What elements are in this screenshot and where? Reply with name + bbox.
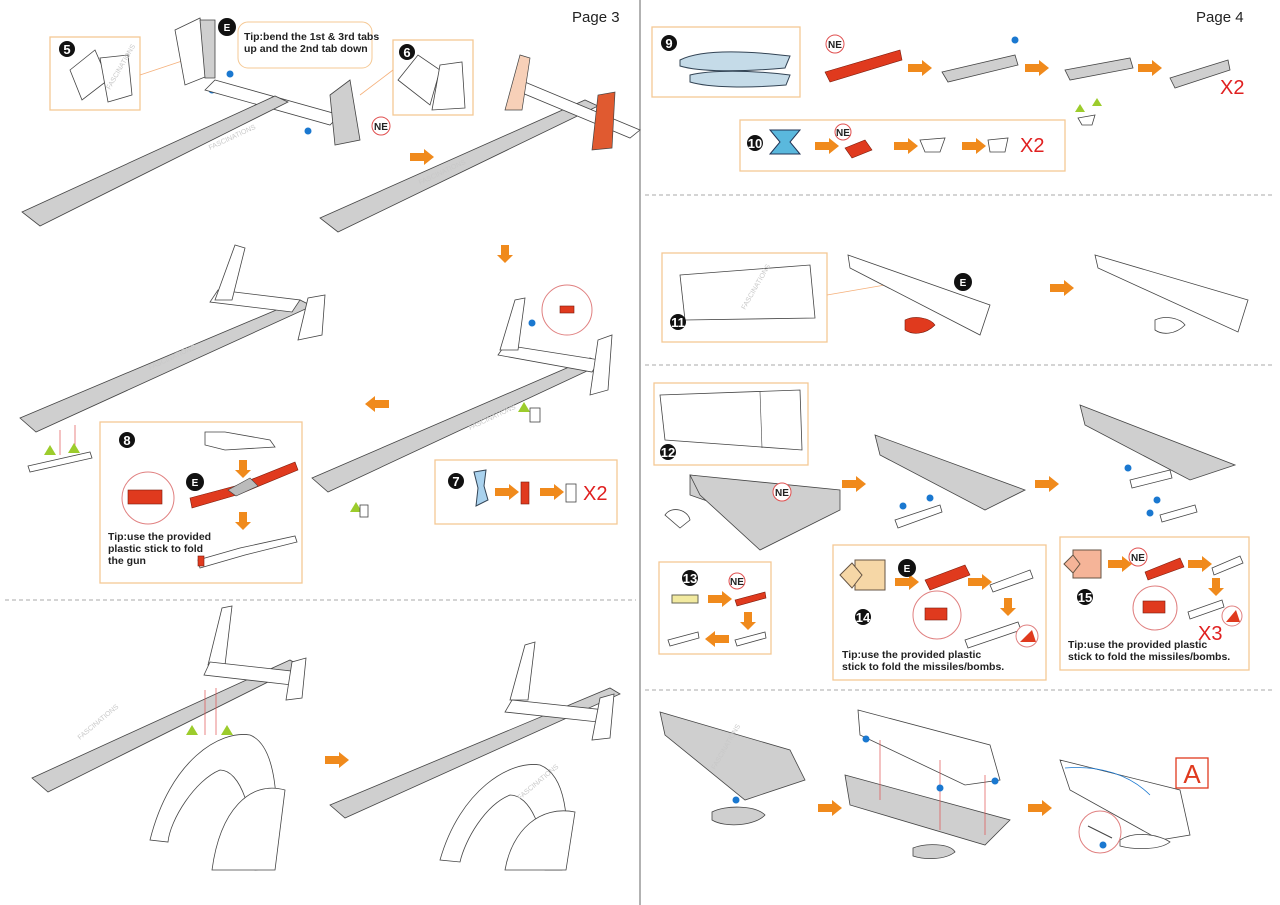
step-11: 11 FASCINATIONS E [661, 252, 1249, 343]
step-15: 15 NE X3 Tip:use the provided plastic st… [1059, 536, 1250, 671]
svg-text:11: 11 [671, 315, 685, 330]
tip-text: the gun [108, 555, 146, 567]
gun-attach [27, 425, 93, 473]
tip-text: plastic stick to fold [108, 543, 203, 555]
svg-text:14: 14 [856, 610, 871, 625]
svg-text:NE: NE [828, 40, 842, 51]
svg-text:E: E [192, 478, 199, 489]
quantity-x2: X2 [1020, 135, 1044, 157]
wing-on-stand-complete: FASCINATIONS [329, 641, 621, 871]
tip-text: stick to fold the missiles/bombs. [1068, 651, 1230, 663]
page-label-right: Page 4 [1196, 9, 1244, 26]
step-13: 13 NE [658, 561, 772, 655]
tip-box [237, 21, 373, 69]
quantity-x3: X3 [1198, 623, 1222, 645]
step-12: 12 NE [653, 382, 1237, 551]
tip-text: up and the 2nd tab down [244, 43, 368, 55]
svg-text:8: 8 [123, 433, 130, 448]
svg-text:NE: NE [836, 128, 850, 139]
step-8: 8 E Tip:use the provided plastic stick t… [99, 421, 303, 584]
tip-text: Tip:use the provided plastic [842, 649, 981, 661]
hand-icon [664, 509, 691, 529]
assembly-label-box [1175, 757, 1209, 789]
quantity-x2: X2 [583, 483, 607, 505]
svg-text:15: 15 [1078, 590, 1092, 605]
biplane-assembly: FASCINATIONS A [659, 709, 1209, 860]
arrow-right [325, 752, 349, 768]
svg-text:5: 5 [63, 42, 70, 57]
marker-ne [371, 116, 391, 136]
arrow-right [410, 149, 434, 165]
svg-text:NE: NE [374, 122, 388, 133]
svg-text:NE: NE [730, 577, 744, 588]
wing-on-stand: FASCINATIONS [31, 605, 307, 871]
svg-text:12: 12 [661, 445, 675, 460]
arrow-down [497, 245, 513, 263]
svg-text:10: 10 [748, 136, 762, 151]
step-10: 10 NE X2 [739, 119, 1066, 172]
svg-text:6: 6 [403, 45, 410, 60]
tail-part [99, 54, 133, 103]
tip-text: stick to fold the missiles/bombs. [842, 661, 1004, 673]
arrow-left [365, 396, 389, 412]
tip-text: Tip:use the provided [108, 531, 211, 543]
step-9: 9 NE X2 [651, 26, 1244, 126]
svg-text:E: E [224, 23, 231, 34]
assembly-label: A [1183, 759, 1201, 789]
wing-assembly-colored-tail: FASCINATIONS [319, 54, 641, 233]
step-7: 7 X2 [434, 459, 618, 525]
wing-assembly: FASCINATIONS [311, 284, 613, 518]
svg-text:E: E [960, 278, 967, 289]
wing-assembly: FASCINATIONS [21, 79, 361, 227]
wing-assembly: FASCINATIONS [19, 244, 326, 433]
tip-text: Tip:bend the 1st & 3rd tabs [244, 31, 379, 43]
step-14: 14 E Tip:use the provided plastic stick … [832, 544, 1047, 681]
svg-text:E: E [904, 564, 911, 575]
svg-text:NE: NE [1131, 553, 1145, 564]
quantity-x2: X2 [1220, 77, 1244, 99]
marker-e [218, 18, 236, 36]
svg-text:13: 13 [683, 571, 697, 586]
svg-text:NE: NE [775, 488, 789, 499]
svg-text:FASCINATIONS: FASCINATIONS [77, 703, 121, 741]
svg-text:9: 9 [665, 36, 672, 51]
step-6: 6 NE [359, 39, 474, 136]
tip-text: Tip:use the provided plastic [1068, 639, 1207, 651]
page-label-left: Page 3 [572, 9, 620, 26]
svg-text:7: 7 [452, 474, 459, 489]
